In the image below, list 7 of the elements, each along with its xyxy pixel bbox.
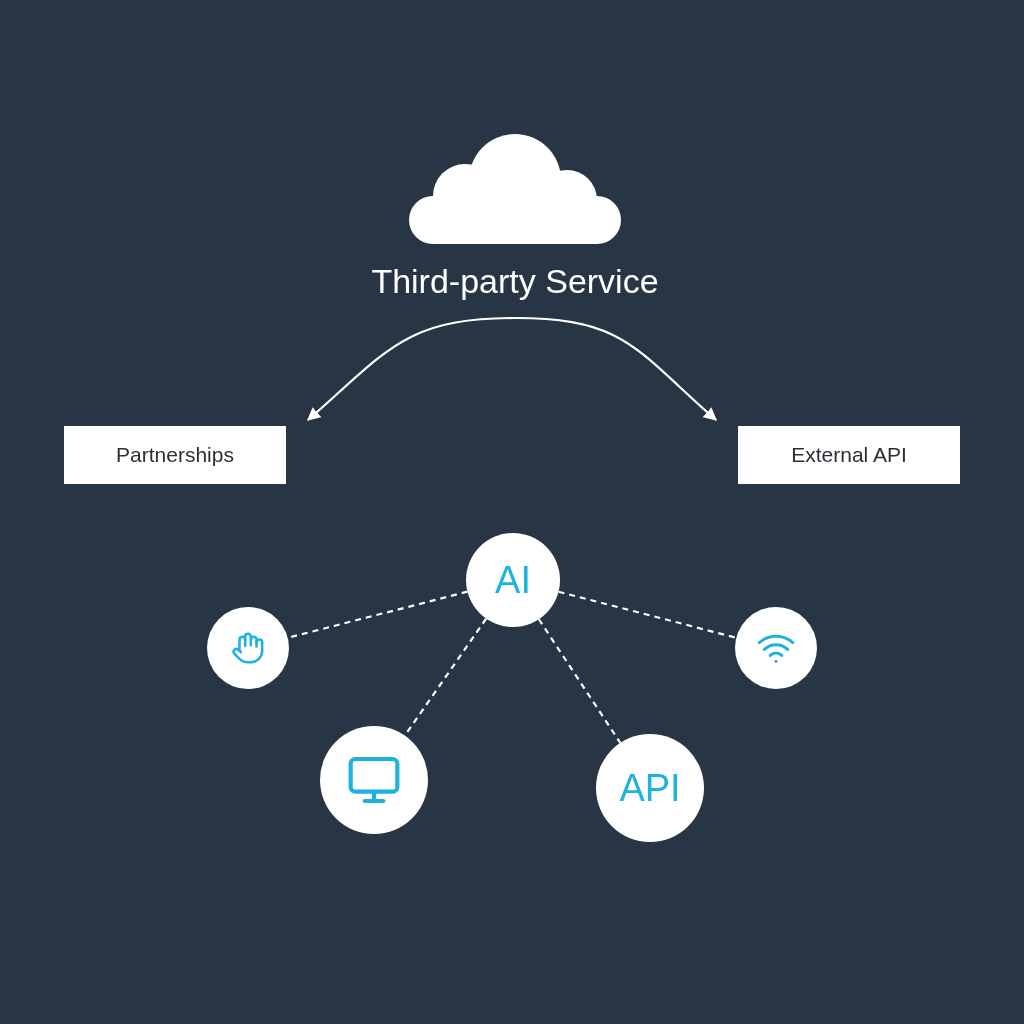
dashed-connector [558,590,737,639]
cloud-label: Third-party Service [371,264,659,298]
arrow [514,316,717,421]
arrow [307,316,516,421]
label-box: External API [738,426,960,484]
dashed-connector [537,618,622,744]
label-box: Partnerships [64,426,286,484]
